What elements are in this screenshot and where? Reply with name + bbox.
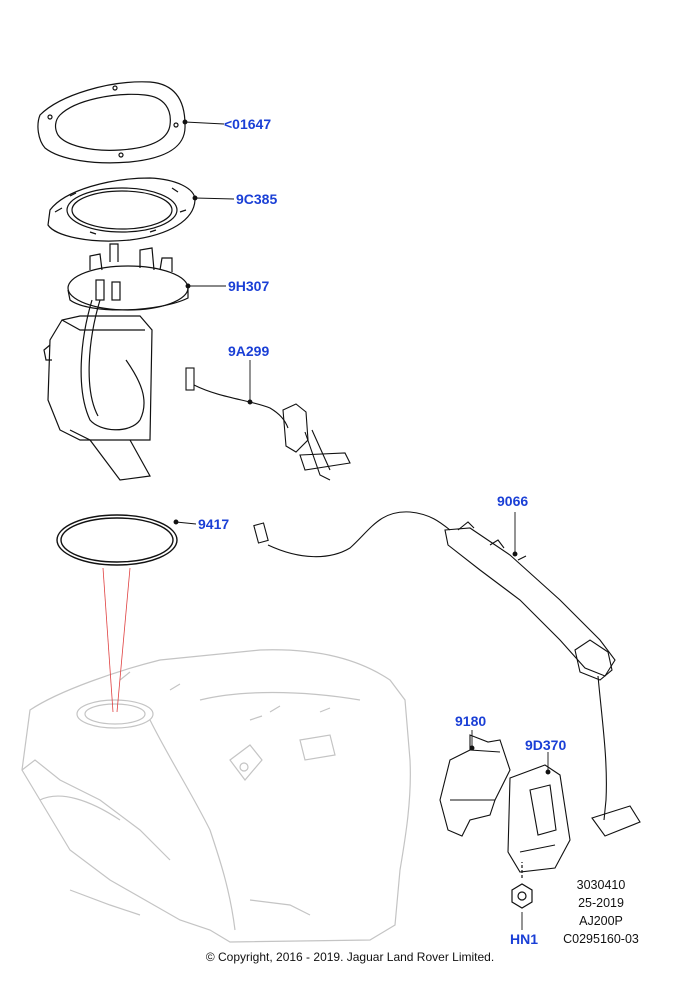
- copyright-notice: © Copyright, 2016 - 2019. Jaguar Land Ro…: [205, 950, 495, 964]
- part-label-9c385: 9C385: [236, 191, 278, 207]
- mounting-bracket: [439, 734, 511, 837]
- info-line-1: 3030410: [576, 878, 626, 892]
- part-label-9a299: 9A299: [228, 343, 270, 359]
- locking-ring: [47, 177, 196, 242]
- fuel-tank: [21, 649, 411, 943]
- control-module: [507, 764, 571, 873]
- part-label-9066: 9066: [497, 493, 529, 509]
- red-guide-lines: [102, 567, 131, 713]
- part-label-9d370: 9D370: [525, 737, 567, 753]
- info-line-2: 25-2019: [578, 896, 624, 910]
- nut: [511, 862, 533, 909]
- part-label-01647: <01647: [224, 116, 272, 132]
- part-label-hn1: HN1: [510, 931, 539, 947]
- part-label-9417: 9417: [198, 516, 230, 532]
- cover-plate: [37, 81, 186, 164]
- info-line-4: C0295160-03: [563, 932, 639, 946]
- sealing-ring: [56, 514, 178, 566]
- fuel-level-sender: [185, 367, 351, 481]
- info-line-3: AJ200P: [579, 914, 623, 928]
- fuel-pump-module: [43, 243, 189, 481]
- part-label-9h307: 9H307: [228, 278, 270, 294]
- part-label-9180: 9180: [455, 713, 487, 729]
- leader-lines: [173, 119, 551, 930]
- wiring-harness: [253, 511, 641, 837]
